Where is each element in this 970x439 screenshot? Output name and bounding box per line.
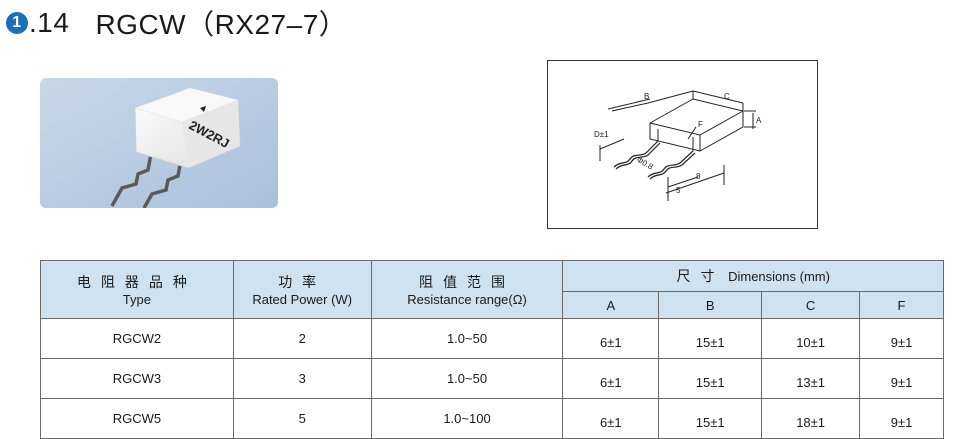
dimension-diagram: B C A F D±1 Φ0.8 5 8 (547, 60, 818, 229)
header-power: 功率 Rated Power (W) (232, 260, 372, 319)
cell-dim-c: 18±1 (761, 398, 861, 439)
dimension-drawing: B C A F D±1 Φ0.8 5 8 (594, 90, 762, 201)
cell-type: RGCW3 (40, 358, 234, 399)
cell-power: 2 (232, 318, 372, 359)
cell-type: RGCW2 (40, 318, 234, 359)
cell-range: 1.0~50 (370, 318, 564, 359)
product-photo: 2W2RJ (40, 78, 278, 208)
cell-range: 1.0~100 (370, 398, 564, 439)
header-dim-b: B (658, 291, 763, 319)
cell-dim-a: 6±1 (562, 318, 660, 359)
cell-power: 3 (232, 358, 372, 399)
header-range: 阻值范围 Resistance range(Ω) (370, 260, 564, 319)
dim-label-b: B (644, 92, 649, 101)
dim-label-a: A (756, 116, 762, 125)
header-dim-a: A (562, 291, 660, 319)
cell-dim-b: 15±1 (658, 318, 763, 359)
spec-table: 电阻器品种 Type 功率 Rated Power (W) 阻值范围 Resis… (40, 260, 944, 439)
header-dim-f: F (859, 291, 944, 319)
cell-dim-f: 9±1 (859, 318, 944, 359)
header-dim-c: C (761, 291, 861, 319)
cell-dim-c: 10±1 (761, 318, 861, 359)
section-number: .14 (29, 7, 70, 38)
dim-label-8: 8 (696, 172, 701, 181)
dim-label-c: C (724, 92, 730, 101)
dim-label-d: D±1 (594, 130, 609, 139)
dim-label-5: 5 (676, 186, 681, 195)
cell-dim-f: 9±1 (859, 358, 944, 399)
section-number-badge: 1 (6, 12, 28, 34)
cell-type: RGCW5 (40, 398, 234, 439)
dim-label-f: F (698, 120, 703, 129)
header-type: 电阻器品种 Type (40, 260, 234, 319)
cell-range: 1.0~50 (370, 358, 564, 399)
cell-dim-a: 6±1 (562, 398, 660, 439)
cell-dim-a: 6±1 (562, 358, 660, 399)
dim-label-wire: Φ0.8 (635, 155, 655, 172)
logo-icon (200, 106, 206, 112)
cell-dim-f: 9±1 (859, 398, 944, 439)
header-dimensions: 尺寸 Dimensions (mm) (562, 260, 944, 292)
table-row: RGCW2 2 1.0~50 6±1 15±1 10±1 9±1 (40, 318, 944, 359)
table-row: RGCW5 5 1.0~100 6±1 15±1 18±1 9±1 (40, 398, 944, 439)
cell-power: 5 (232, 398, 372, 439)
table-row: RGCW3 3 1.0~50 6±1 15±1 13±1 9±1 (40, 358, 944, 399)
cell-dim-b: 15±1 (658, 398, 763, 439)
cell-dim-c: 13±1 (761, 358, 861, 399)
product-title: RGCW（RX27–7） (95, 9, 348, 40)
cell-dim-b: 15±1 (658, 358, 763, 399)
page-title: 1 .14 RGCW（RX27–7） (6, 6, 347, 40)
